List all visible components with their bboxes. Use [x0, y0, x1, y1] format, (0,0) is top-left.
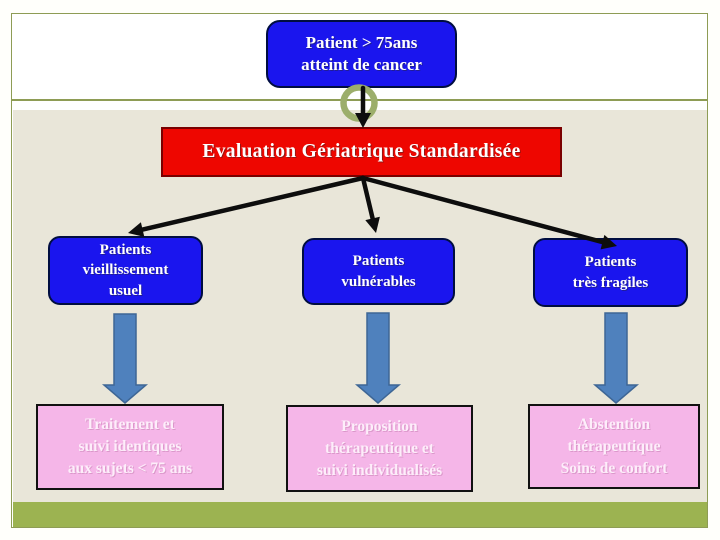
header-band-divider	[11, 99, 708, 101]
category-box-usual-aging: Patients vieillissement usuel	[48, 236, 203, 305]
outcome-box-identical-treatment: Traitement et suivi identiques aux sujet…	[36, 404, 224, 490]
evaluation-box: Evaluation Gériatrique Standardisée	[161, 127, 562, 177]
patient-box: Patient > 75ans atteint de cancer	[266, 20, 457, 88]
outcome-box-comfort-care: Abstention thérapeutique Soins de confor…	[528, 404, 700, 489]
footer-accent-bar	[12, 502, 707, 527]
category-box-very-frail: Patients très fragiles	[533, 238, 688, 307]
outcome-box-individualized-treatment: Proposition thérapeutique et suivi indiv…	[286, 405, 473, 492]
category-box-vulnerable: Patients vulnérables	[302, 238, 455, 305]
